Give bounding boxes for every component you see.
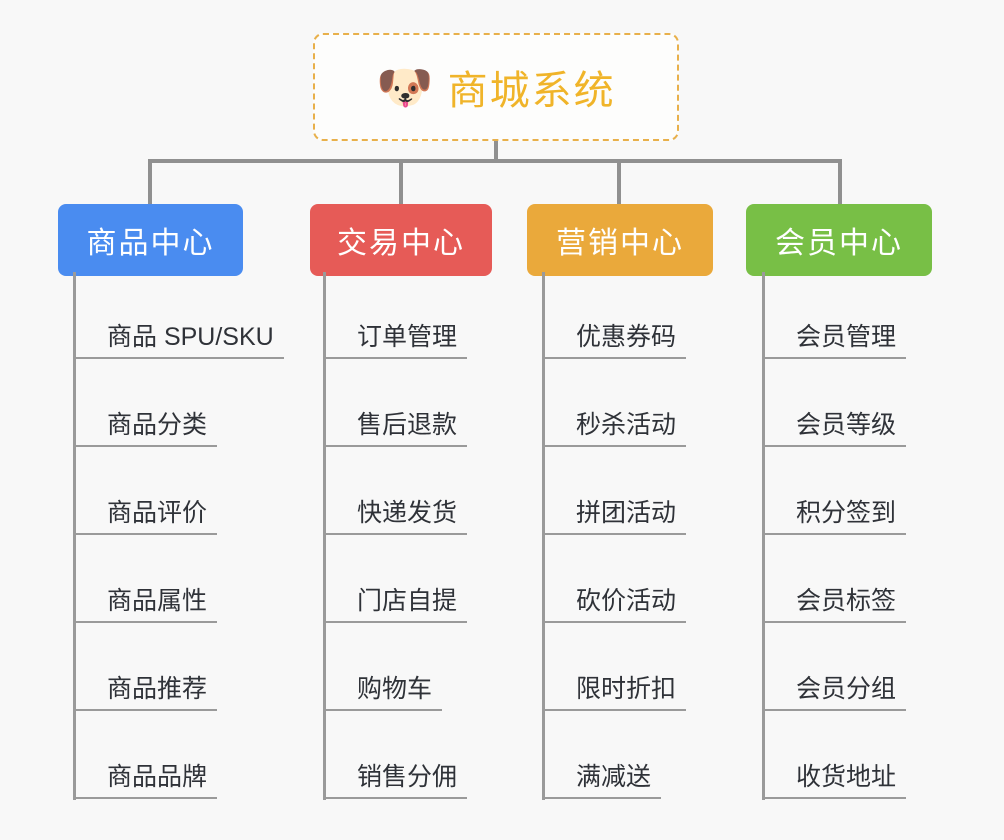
- leaf-label: 订单管理: [323, 323, 468, 359]
- connector-horizontal-bus: [150, 159, 842, 163]
- root-node[interactable]: 🐶 商城系统: [313, 33, 679, 141]
- leaf-label: 售后退款: [323, 411, 468, 447]
- root-title: 商城系统: [447, 69, 616, 113]
- leaf-label: 商品评价: [73, 499, 218, 535]
- leaf-label: 销售分佣: [323, 763, 468, 799]
- leaf-item[interactable]: 订单管理: [323, 272, 468, 359]
- connector-drop-2: [399, 159, 403, 204]
- leaf-item[interactable]: 门店自提: [323, 536, 468, 623]
- leaf-item[interactable]: 商品属性: [73, 536, 218, 623]
- branch-header-label: 会员中心: [775, 227, 903, 260]
- leaf-label: 会员标签: [762, 587, 907, 623]
- branch-header-marketing[interactable]: 营销中心: [527, 204, 713, 276]
- leaf-item[interactable]: 会员管理: [762, 272, 907, 359]
- leaf-item[interactable]: 优惠券码: [542, 272, 687, 359]
- leaf-item[interactable]: 满减送: [542, 712, 662, 799]
- branch-spine: [323, 272, 326, 800]
- branch-spine: [542, 272, 545, 800]
- leaf-item[interactable]: 积分签到: [762, 448, 907, 535]
- leaf-item[interactable]: 拼团活动: [542, 448, 687, 535]
- leaf-label: 拼团活动: [542, 499, 687, 535]
- branch-spine: [73, 272, 76, 800]
- shiba-dog-icon: 🐶: [376, 61, 434, 113]
- leaf-label: 会员分组: [762, 675, 907, 711]
- leaf-item[interactable]: 快递发货: [323, 448, 468, 535]
- leaf-label: 商品分类: [73, 411, 218, 447]
- leaf-label: 优惠券码: [542, 323, 687, 359]
- leaf-item[interactable]: 限时折扣: [542, 624, 687, 711]
- leaf-label: 快递发货: [323, 499, 468, 535]
- branch-header-label: 交易中心: [337, 227, 465, 260]
- leaf-label: 门店自提: [323, 587, 468, 623]
- leaf-label: 会员管理: [762, 323, 907, 359]
- connector-root-stem: [494, 141, 498, 162]
- leaf-label: 商品品牌: [73, 763, 218, 799]
- leaf-item[interactable]: 会员标签: [762, 536, 907, 623]
- connector-drop-3: [617, 159, 621, 204]
- branch-header-trade[interactable]: 交易中心: [310, 204, 492, 276]
- branch-spine: [762, 272, 765, 800]
- leaf-item[interactable]: 砍价活动: [542, 536, 687, 623]
- leaf-item[interactable]: 商品 SPU/SKU: [73, 272, 284, 359]
- branch-header-product[interactable]: 商品中心: [58, 204, 243, 276]
- branch-header-label: 商品中心: [86, 227, 215, 260]
- leaf-label: 会员等级: [762, 411, 907, 447]
- leaf-label: 商品属性: [73, 587, 218, 623]
- leaf-item[interactable]: 商品品牌: [73, 712, 218, 799]
- leaf-label: 商品 SPU/SKU: [73, 323, 284, 359]
- leaf-label: 秒杀活动: [542, 411, 687, 447]
- leaf-item[interactable]: 售后退款: [323, 360, 468, 447]
- leaf-label: 满减送: [542, 763, 662, 799]
- leaf-item[interactable]: 会员等级: [762, 360, 907, 447]
- leaf-label: 收货地址: [762, 763, 907, 799]
- connector-drop-4: [838, 159, 842, 204]
- leaf-label: 限时折扣: [542, 675, 687, 711]
- leaf-label: 砍价活动: [542, 587, 687, 623]
- leaf-item[interactable]: 购物车: [323, 624, 443, 711]
- branch-header-label: 营销中心: [556, 227, 684, 260]
- branch-header-member[interactable]: 会员中心: [746, 204, 932, 276]
- leaf-item[interactable]: 商品分类: [73, 360, 218, 447]
- leaf-label: 积分签到: [762, 499, 907, 535]
- leaf-item[interactable]: 秒杀活动: [542, 360, 687, 447]
- leaf-item[interactable]: 收货地址: [762, 712, 907, 799]
- leaf-label: 购物车: [323, 675, 443, 711]
- leaf-item[interactable]: 商品评价: [73, 448, 218, 535]
- leaf-label: 商品推荐: [73, 675, 218, 711]
- leaf-item[interactable]: 会员分组: [762, 624, 907, 711]
- leaf-item[interactable]: 商品推荐: [73, 624, 218, 711]
- connector-drop-1: [148, 159, 152, 204]
- leaf-item[interactable]: 销售分佣: [323, 712, 468, 799]
